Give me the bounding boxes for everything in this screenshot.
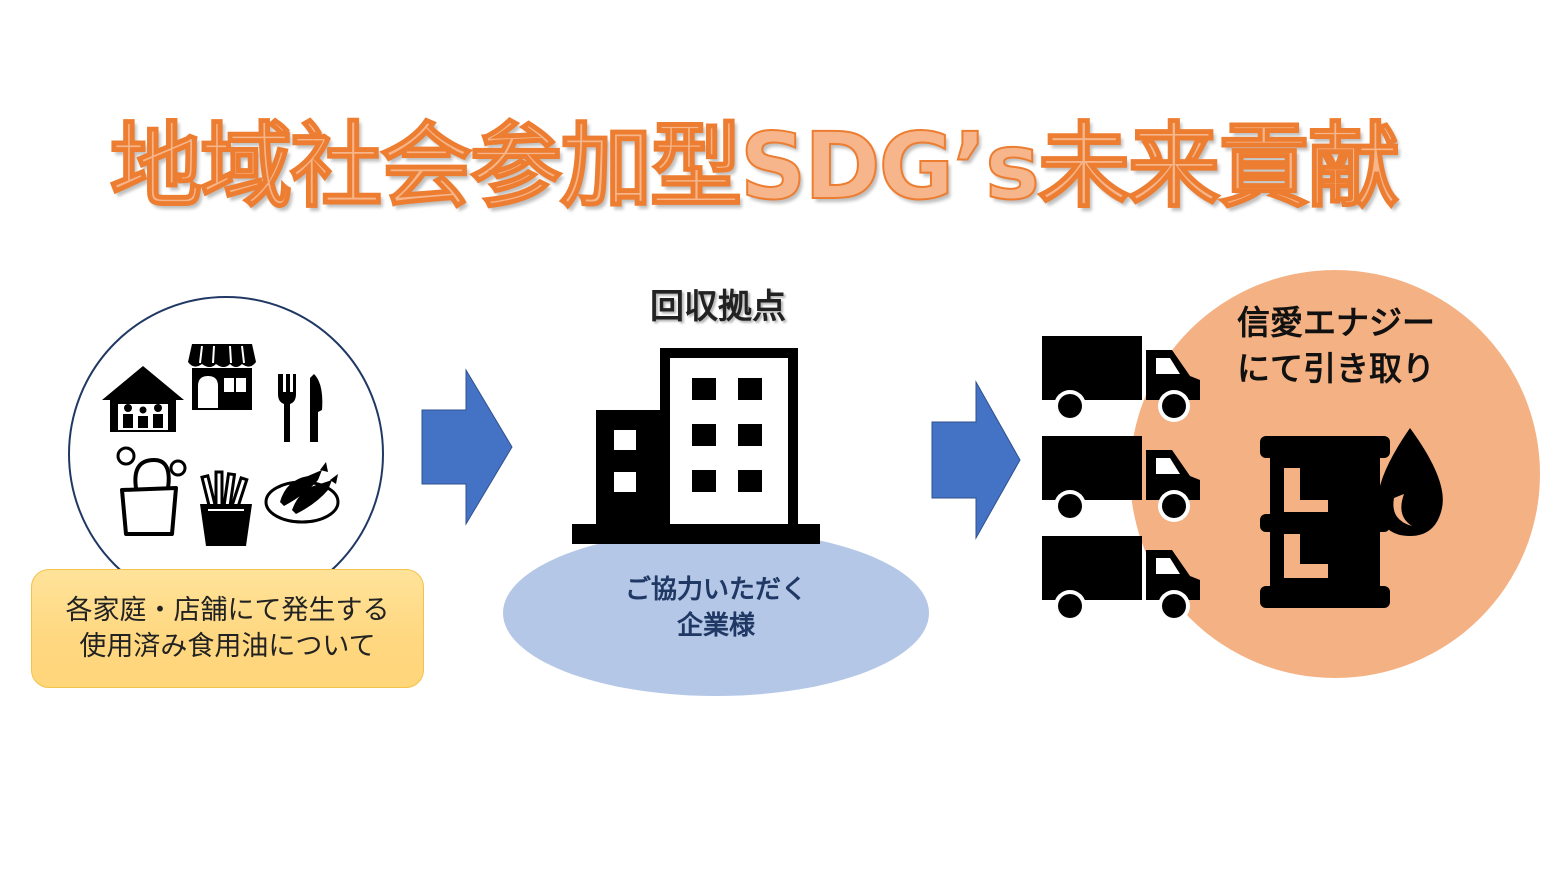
delivery-truck-icon	[1042, 536, 1200, 622]
hub-caption-line2: 企業様	[676, 611, 755, 641]
delivery-truck-icon	[1042, 436, 1200, 522]
delivery-truck-icon	[1042, 336, 1200, 422]
hub-ellipse	[503, 530, 929, 696]
source-caption-line1: 各家庭・店舗にて発生する	[65, 594, 390, 626]
storefront-icon	[188, 344, 256, 410]
fried-shrimp-icon	[264, 462, 340, 524]
destination-label: 信愛エナジー にて引き取り	[1205, 300, 1467, 396]
source-caption-line2: 使用済み食用油について	[79, 630, 376, 662]
house-family-icon	[102, 366, 184, 432]
fork-knife-icon	[278, 374, 323, 442]
source-caption-box: 各家庭・店舗にて発生する 使用済み食用油について	[31, 569, 424, 688]
rice-ball-bag-icon	[116, 446, 187, 536]
arrow-right-icon	[421, 368, 513, 526]
hub-caption: ご協力いただく 企業様	[560, 572, 872, 652]
destination-label-line2: にて引き取り	[1237, 349, 1435, 388]
collection-point-label: 回収拠点	[650, 287, 786, 327]
office-building-icon	[572, 348, 820, 544]
page-title: 地域社会参加型SDG’s未来貢献	[109, 112, 1401, 221]
destination-label-line1: 信愛エナジー	[1237, 303, 1435, 342]
oil-barrel-icon	[1260, 428, 1443, 608]
hub-caption-line1: ご協力いただく	[624, 575, 807, 605]
arrow-right-icon	[931, 380, 1021, 540]
french-fries-icon	[200, 470, 252, 546]
